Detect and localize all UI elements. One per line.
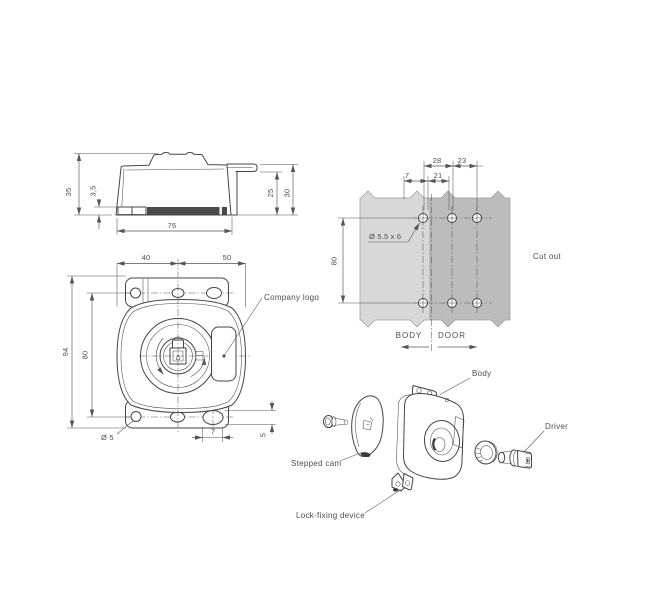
side-body-outline [115,152,232,216]
door-panel [429,190,511,328]
side-dim-width-label: 76 [168,221,177,230]
front-dim-slot-width: 7 [192,427,233,442]
exploded-stepped-cam-label: Stepped cam [291,459,341,468]
front-dim-94-label: 94 [61,348,70,357]
side-foot-left [117,206,133,216]
front-hole-dia-callout: Ø 5 [101,419,135,442]
cutout-dim-28-label: 28 [433,156,442,165]
exploded-driver-leader [523,430,545,453]
side-dim-height: 35 [64,153,158,216]
body-logo-panel [453,416,465,449]
spring-washer-part [474,440,498,465]
body-panel [359,190,431,328]
body-bottom-ear [402,473,414,491]
side-flange [226,163,258,172]
front-dim-top: 40 50 [116,253,246,307]
cam-dark-tip [360,452,371,458]
front-dim-5-label: 5 [259,433,268,437]
side-dim-height-label: 35 [64,188,73,197]
front-dim-slot-height: 5 [225,401,276,437]
cutout-dim-23-label: 23 [458,156,467,165]
exploded-stepped-cam-leader [339,452,362,462]
stepped-cam-part [351,395,384,458]
cutout-hole-callout: Ø 5.5 x 6 [368,222,420,243]
door-panel-label: DOOR [438,331,466,340]
front-hole-top-right [206,287,222,299]
cutout-title: Cut out [533,252,561,261]
side-dim-seal: 3,5 [89,185,118,229]
exploded-view: Body Driver Stepped cam Lock-fixing devi… [291,369,568,520]
exploded-lock-fixing-leader [364,489,402,514]
cutout-dim-top: 28 23 [423,156,483,210]
side-view: 35 3,5 76 25 30 [64,152,298,235]
cutout-hole-spec-label: Ø 5.5 x 6 [369,232,401,241]
driver-part [497,449,532,469]
front-dim-80-label: 80 [81,351,90,360]
cutout-dim-vertical: 80 [330,217,417,304]
body-panel-label: BODY [396,331,423,340]
company-logo-plate [211,326,237,382]
exploded-body-leader [439,377,471,395]
cutout-dim-21-label: 21 [434,171,443,180]
lock-body-part [391,385,465,492]
rotation-arrow-right [190,357,207,377]
company-logo-label: Company logo [264,293,319,302]
cutout-dim-7-label: 7 [405,171,409,180]
side-seal-strip [147,207,227,215]
fixing-bolt-part [323,415,349,428]
cutout-holes [418,213,482,308]
side-dim-seal-label: 3,5 [89,185,98,196]
front-dim-40-label: 40 [142,253,151,262]
front-hole-top-left [130,287,141,299]
cutout-dim-80-label: 80 [330,257,339,266]
cutout-view: 28 23 7 21 80 Ø 5.5 x 6 Cut out BODY DOO… [330,156,561,352]
company-logo-leader [223,297,263,357]
exploded-lock-fixing-label: Lock-fixing device [296,511,365,520]
side-dim-25-label: 25 [266,189,275,198]
front-dim-7-label: 7 [211,427,215,436]
front-dim-50-label: 50 [223,253,232,262]
cutout-dim-second: 7 21 [403,171,450,210]
exploded-body-label: Body [472,369,491,378]
front-hole-bottom-middle [170,411,185,423]
front-view: Company logo 40 50 94 80 Ø 5 7 [61,253,319,442]
side-foot-right [131,206,147,216]
side-dim-flange: 25 30 [236,164,298,216]
side-dim-30-label: 30 [283,189,292,198]
front-hole-bottom-left [130,411,142,422]
front-dim-left: 94 80 [61,275,130,429]
exploded-driver-label: Driver [545,422,568,431]
side-dim-width: 76 [116,217,233,235]
front-hole-dia-label: Ø 5 [101,433,114,442]
